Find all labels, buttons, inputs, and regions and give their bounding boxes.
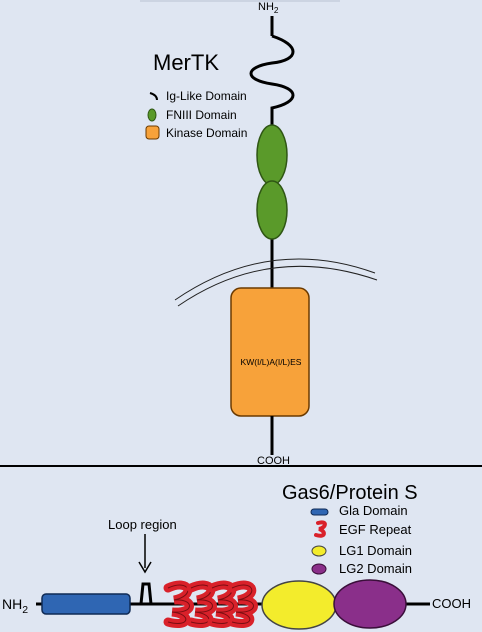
mertk-cooh-label: COOH <box>257 455 290 467</box>
kinase-square-icon <box>145 125 160 140</box>
loop-region-label: Loop region <box>108 517 177 532</box>
gas6-title: Gas6/Protein S <box>282 482 418 504</box>
legend-lg2-label: LG2 Domain <box>339 561 412 576</box>
mertk-title: MerTK <box>153 50 219 75</box>
legend-kinase-label: Kinase Domain <box>166 126 248 140</box>
membrane-arc-inner <box>177 265 378 307</box>
lg1-ellipse-icon <box>311 545 327 557</box>
legend-gla-label: Gla Domain <box>339 503 408 518</box>
lg2-domain <box>333 579 407 629</box>
legend-ig-like-label: Ig-Like Domain <box>166 89 247 103</box>
egf-repeats <box>163 580 258 628</box>
ig-like-bracket-icon <box>149 92 158 101</box>
egf-repeat-icon <box>314 520 327 538</box>
mertk-nh2-label: NH2 <box>258 1 279 16</box>
legend-fniii-label: FNIII Domain <box>166 108 237 122</box>
egf-repeat-outline-4 <box>231 584 254 624</box>
gla-domain <box>41 593 131 615</box>
loop-arrow-head <box>138 561 152 574</box>
membrane-arc-outer <box>174 258 376 301</box>
fniii-domain-2 <box>256 180 288 240</box>
kinase-motif-label: KW(I/L)A(I/L)ES <box>240 357 302 367</box>
kinase-domain <box>230 287 310 417</box>
loop-region <box>130 582 160 606</box>
legend-lg1-label: LG1 Domain <box>339 543 412 558</box>
gas6-nh2-label: NH2 <box>2 596 29 616</box>
legend-egf-label: EGF Repeat <box>339 522 412 537</box>
gla-bar-icon <box>310 508 329 516</box>
ig-like-domain <box>249 34 295 128</box>
fniii-domain-1 <box>256 124 288 186</box>
lg1-domain <box>261 580 337 630</box>
gas6-cooh-label: COOH <box>432 596 471 611</box>
lg2-ellipse-icon <box>311 563 327 575</box>
fniii-ellipse-icon <box>147 108 157 122</box>
